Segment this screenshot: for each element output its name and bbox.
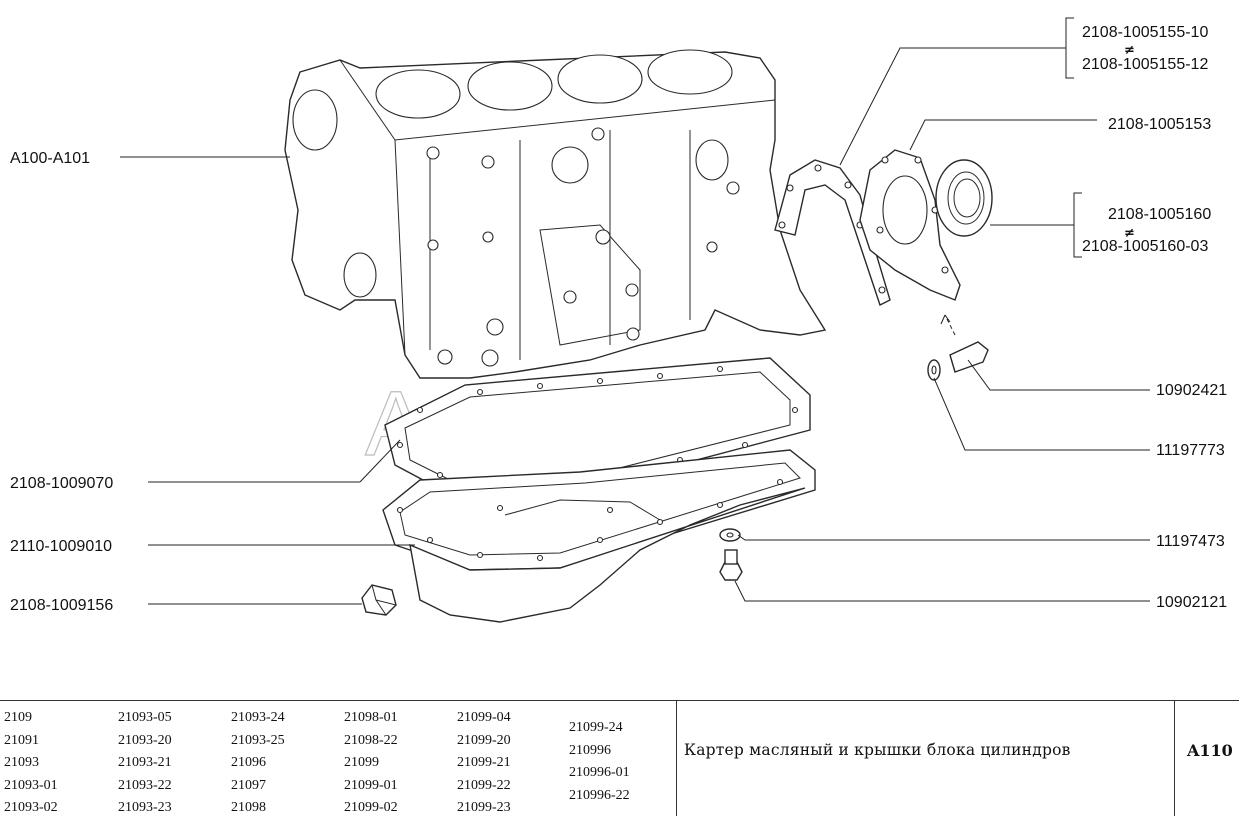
model-code: 21093-21 <box>118 755 172 770</box>
oil-pan-gasket-part <box>384 357 811 501</box>
model-code: 210996-22 <box>569 787 630 803</box>
divider <box>1174 701 1175 816</box>
callout-gasket-front: 2108-1005155-10 <box>1082 24 1208 41</box>
model-code: 21098-01 <box>344 710 398 725</box>
callout-washer-cover: 11197773 <box>1156 442 1225 459</box>
model-code: 21093-20 <box>118 732 172 748</box>
callout-washer-pan: 11197473 <box>1156 533 1225 550</box>
model-code: 21099 <box>344 755 379 770</box>
model-code: 21096 <box>231 755 266 770</box>
model-code: 21093-02 <box>4 800 58 815</box>
callout-cover: 2108-1005153 <box>1108 116 1211 133</box>
model-code: 21091 <box>4 732 39 748</box>
model-code: 2109 <box>4 710 32 725</box>
model-code: 21093-24 <box>231 710 285 725</box>
pan-washer-part <box>719 528 741 542</box>
oil-pan-part <box>382 449 816 623</box>
callout-block: A100-A101 <box>10 150 90 167</box>
model-code: 21093-22 <box>118 777 172 793</box>
callout-bolt-pan: 10902121 <box>1156 594 1227 611</box>
model-code: 21099-24 <box>569 720 623 735</box>
model-code: 21099-01 <box>344 777 398 793</box>
model-code: 21098 <box>231 800 266 815</box>
callout-pan-gasket: 2108-1009070 <box>10 475 113 492</box>
model-code: 21097 <box>231 777 266 793</box>
page-code: A110 <box>1187 741 1233 760</box>
callout-seal-alt: 2108-1005160-03 <box>1082 238 1208 255</box>
model-code: 21099-22 <box>457 777 511 793</box>
page-title: Картер масляный и крышки блока цилиндров <box>684 741 1071 759</box>
callout-gasket-front-alt: 2108-1005155-12 <box>1082 56 1208 73</box>
cover-washer-part <box>927 359 941 381</box>
model-code: 21093-25 <box>231 732 285 748</box>
model-column-5: 21099-04 21099-20 21099-21 21099-22 2109… <box>457 707 511 820</box>
model-code: 21098-22 <box>344 732 398 748</box>
model-code: 21099-20 <box>457 732 511 748</box>
engine-block-part <box>284 49 827 379</box>
not-equal-icon: ≠ <box>1124 43 1135 58</box>
pan-bolt-part <box>719 549 743 581</box>
model-code: 21093-23 <box>118 800 172 815</box>
model-code: 21093-05 <box>118 710 172 725</box>
exploded-diagram: AutoSoft <box>10 17 1227 623</box>
title-block: 2109 21091 21093 21093-01 21093-02 21093… <box>0 700 1239 816</box>
oil-seal-part <box>935 159 993 237</box>
model-column-1: 2109 21091 21093 21093-01 21093-02 <box>4 707 58 820</box>
model-code: 210996-01 <box>569 765 630 780</box>
not-equal-icon: ≠ <box>1124 226 1135 241</box>
model-column-2: 21093-05 21093-20 21093-21 21093-22 2109… <box>118 707 172 820</box>
model-code: 21099-23 <box>457 800 511 815</box>
model-code: 210996 <box>569 742 611 758</box>
model-column-4: 21098-01 21098-22 21099 21099-01 21099-0… <box>344 707 398 820</box>
model-code: 21099-04 <box>457 710 511 725</box>
model-code: 21093 <box>4 755 39 770</box>
callout-bolt-cover: 10902421 <box>1156 382 1227 399</box>
model-code: 21093-01 <box>4 777 58 793</box>
model-code: 21099-21 <box>457 755 511 770</box>
callout-seal: 2108-1005160 <box>1108 206 1211 223</box>
model-column-6: 21099-24 210996 210996-01 210996-22 <box>569 717 630 807</box>
model-code: 21099-02 <box>344 800 398 815</box>
callout-oil-pan: 2110-1009010 <box>10 538 112 555</box>
divider <box>676 701 677 816</box>
model-column-3: 21093-24 21093-25 21096 21097 21098 <box>231 707 285 820</box>
leader-lines <box>120 17 1150 605</box>
cover-bolt-part <box>949 341 989 373</box>
drain-plug-part <box>361 584 397 616</box>
callout-drain-plug: 2108-1009156 <box>10 597 113 614</box>
